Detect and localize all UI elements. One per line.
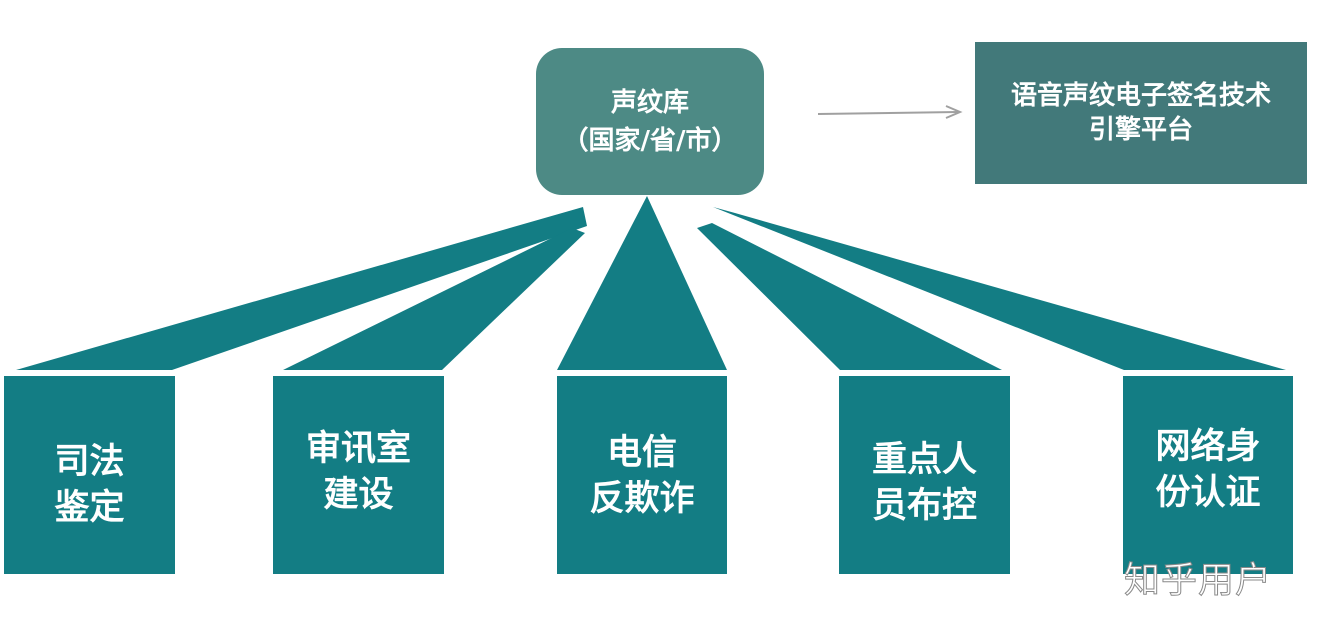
signature-engine-node: 语音声纹电子签名技术 引擎平台 [975, 42, 1307, 184]
application-label-line-2: 员布控 [871, 486, 977, 526]
application-telecom-anti-fraud: 电信 反欺诈 [557, 376, 727, 574]
engine-line-1: 语音声纹电子签名技术 [1010, 81, 1271, 111]
voiceprint-database-node: 声纹库 （国家/省/市） [536, 48, 764, 195]
application-label-line-2: 反欺诈 [589, 479, 695, 519]
engine-line-2: 引擎平台 [1088, 115, 1193, 145]
connector-to-application-5 [713, 207, 1286, 370]
application-label-line-1: 网络身 [1155, 427, 1261, 467]
application-label-line-2: 份认证 [1155, 473, 1261, 513]
application-label-line-1: 电信 [606, 433, 677, 473]
hub-title: 声纹库 [610, 87, 689, 118]
application-online-identity-authentication: 网络身 份认证 [1123, 376, 1293, 574]
application-label-line-2: 鉴定 [54, 488, 125, 528]
connector-to-application-1 [16, 207, 587, 370]
application-label-line-1: 司法 [54, 442, 125, 482]
engine-arrow-line [817, 111, 959, 115]
application-judicial-appraisal: 司法 鉴定 [4, 376, 175, 574]
application-interrogation-room: 审讯室 建设 [273, 376, 444, 574]
connector-to-application-3 [557, 196, 727, 370]
connector-to-application-4 [697, 223, 1002, 370]
application-key-personnel-monitoring: 重点人 员布控 [839, 376, 1010, 574]
watermark-text: 知乎用户 [1123, 560, 1273, 602]
application-label-line-2: 建设 [323, 475, 394, 515]
hub-subtitle: （国家/省/市） [562, 125, 738, 156]
application-label-line-1: 重点人 [871, 440, 977, 480]
engine-arrow-head [945, 105, 963, 119]
application-label-line-1: 审讯室 [305, 429, 411, 469]
connector-to-application-2 [283, 228, 585, 370]
